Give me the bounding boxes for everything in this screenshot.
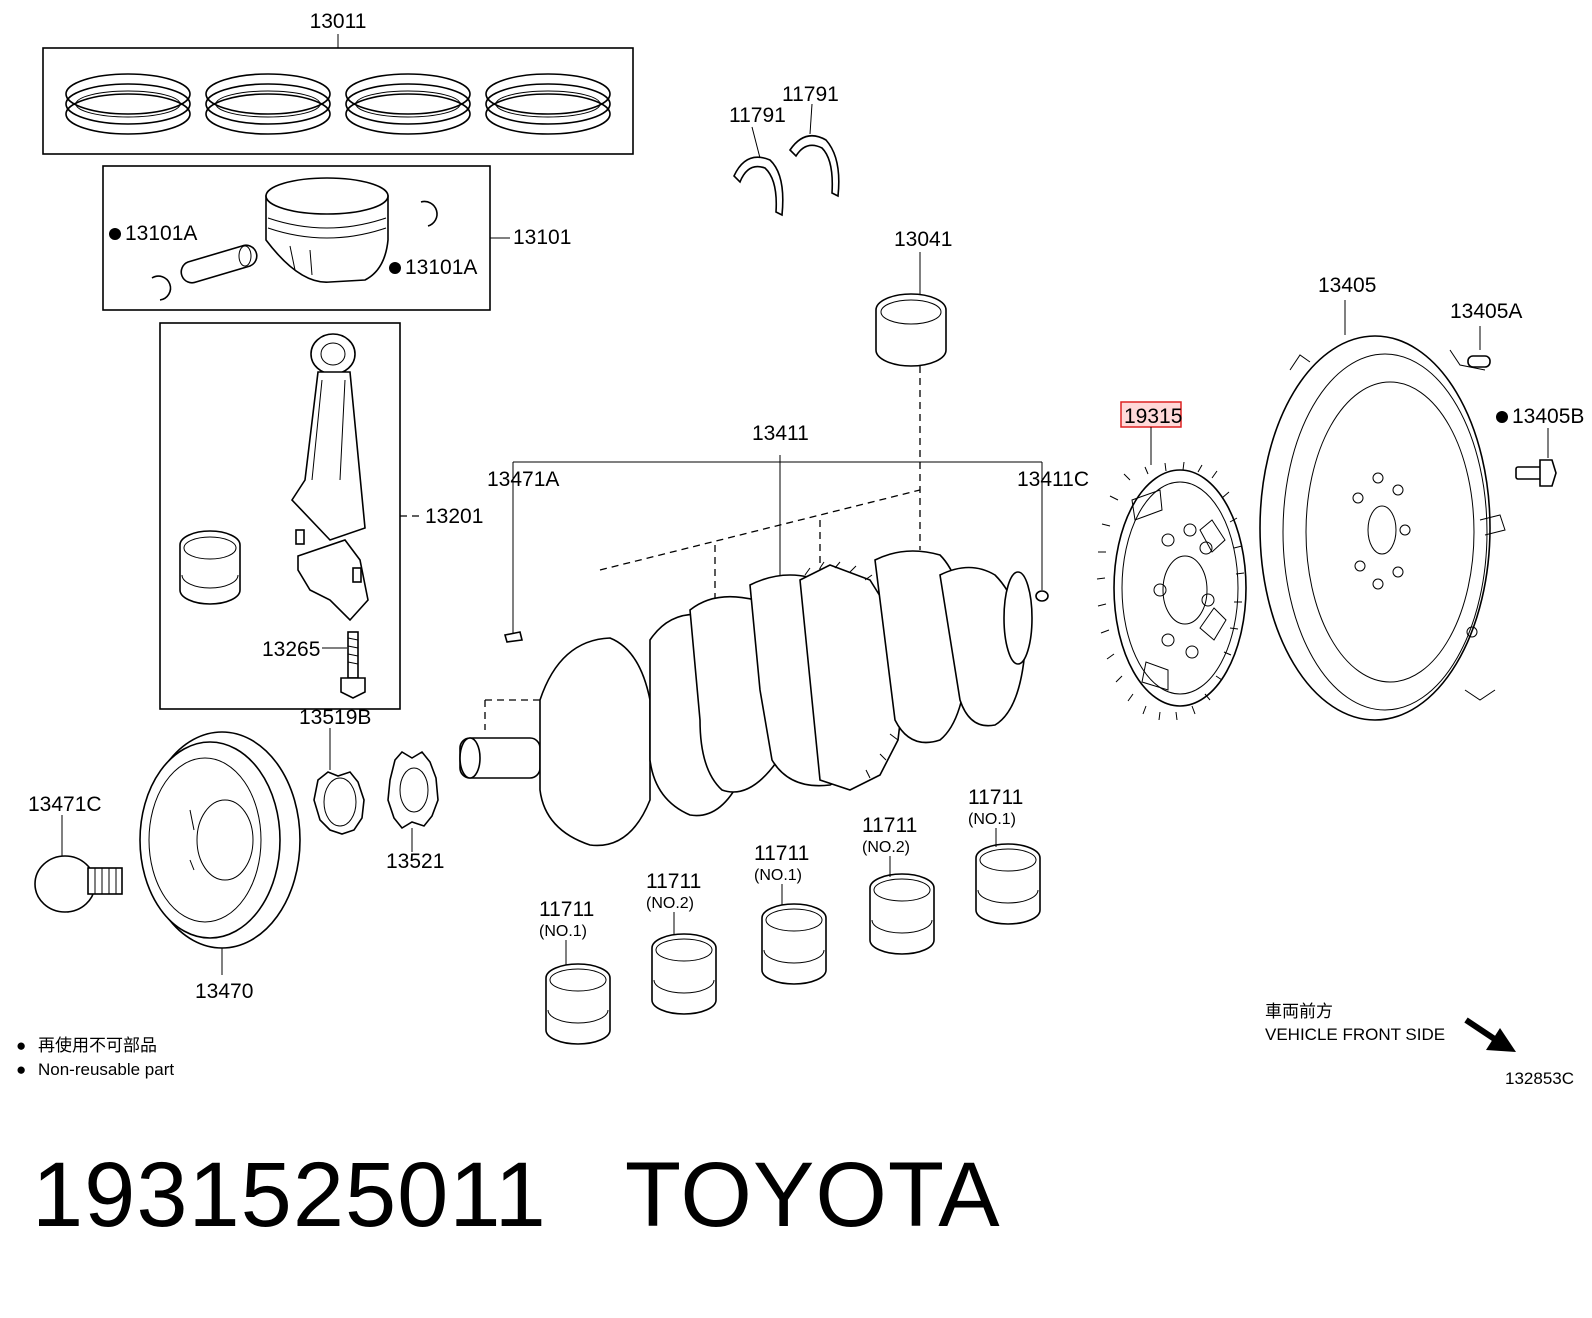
thrust-washer-left: [733, 156, 784, 217]
crankshaft: [459, 550, 1033, 847]
crankshaft-pulley: [139, 731, 301, 949]
main-bearing-4: [869, 856, 935, 955]
label-11711-5[interactable]: 11711: [968, 786, 1023, 809]
connecting-rod-bearing-group: 13041: [875, 228, 952, 550]
flywheel-bolt: [1515, 459, 1557, 487]
size-11711-3: (NO.1): [754, 867, 802, 884]
main-bearing-3: [761, 884, 827, 985]
vehicle-front-indicator: 車両前方 VEHICLE FRONT SIDE 132853C: [1265, 1002, 1574, 1088]
size-11711-1: (NO.1): [539, 923, 587, 940]
leader-11791-left: [751, 126, 761, 159]
piston-ring-set-group: 13011: [42, 10, 634, 155]
piston-ring-box: [42, 47, 634, 155]
label-13471c[interactable]: 13471C: [28, 793, 102, 816]
main-bearing-group: 11711 (NO.1) 11711 (NO.2) 11711 (NO.1) 1…: [539, 786, 1041, 1045]
label-13521[interactable]: 13521: [386, 850, 444, 873]
label-13470[interactable]: 13470: [195, 980, 253, 1003]
piston-ring-3: [345, 73, 471, 135]
flywheel: [1259, 335, 1506, 721]
non-reusable-dot-13101a-right: [389, 262, 401, 274]
caption-part-number: 1931525011: [32, 1144, 547, 1246]
vehicle-front-jp: 車両前方: [1265, 1002, 1333, 1021]
label-11711-4[interactable]: 11711: [862, 814, 917, 837]
legend-text-en: Non-reusable part: [38, 1060, 174, 1079]
piston-pin: [180, 244, 258, 284]
part-caption: 1931525011 TOYOTA: [32, 1130, 1572, 1270]
timing-rotor: [1096, 461, 1247, 721]
legend: ● 再使用不可部品 ● Non-reusable part: [16, 1035, 174, 1079]
crankshaft-timing-gear: [313, 771, 365, 835]
size-11711-5: (NO.1): [968, 811, 1016, 828]
label-13101a-right[interactable]: 13101A: [405, 256, 477, 279]
main-bearing-2: [651, 912, 717, 1015]
connecting-rod-bearing-inner: [179, 530, 241, 605]
label-13265[interactable]: 13265: [262, 638, 320, 661]
piston: [265, 177, 389, 283]
flywheel-pin: [1467, 355, 1491, 368]
pulley-bolt-group: 13471C: [28, 793, 123, 913]
connecting-rod-bolt: [340, 631, 366, 699]
main-bearing-1: [545, 940, 611, 1045]
main-bearing-5: [975, 828, 1041, 925]
label-11711-1[interactable]: 11711: [539, 898, 594, 921]
label-13519b[interactable]: 13519B: [299, 706, 371, 729]
piston-ring-2: [205, 73, 331, 135]
label-11791-left[interactable]: 11791: [729, 104, 786, 127]
label-13471a[interactable]: 13471A: [487, 468, 559, 491]
size-11711-4: (NO.2): [862, 839, 910, 856]
snap-ring-right: [420, 200, 438, 227]
vehicle-front-en: VEHICLE FRONT SIDE: [1265, 1025, 1445, 1044]
timing-gear-group: 13519B: [299, 706, 371, 835]
thrust-washer-right: [788, 134, 840, 198]
label-13405b[interactable]: 13405B: [1512, 405, 1584, 428]
legend-text-jp: 再使用不可部品: [38, 1035, 157, 1055]
crankshaft-sprocket: [387, 750, 439, 830]
crankshaft-group: 13411 13471A 13411C: [459, 422, 1089, 847]
legend-bullet-en: ●: [16, 1060, 26, 1079]
label-13405a[interactable]: 13405A: [1450, 300, 1522, 323]
label-11791-right[interactable]: 11791: [782, 83, 839, 106]
snap-ring-left: [151, 275, 172, 301]
label-11711-2[interactable]: 11711: [646, 870, 701, 893]
crankshaft-bracket: [512, 455, 1043, 635]
front-arrow-icon: [1464, 1017, 1516, 1052]
parts-diagram: 13011 13101A 13101A 13101: [16, 10, 1584, 1088]
connecting-rod: [290, 333, 369, 622]
label-13011[interactable]: 13011: [310, 10, 367, 33]
caption-brand: TOYOTA: [624, 1144, 1001, 1246]
sprocket-group: 13521: [386, 750, 444, 873]
non-reusable-dot-13405b: [1496, 411, 1508, 423]
crankshaft-key: [503, 631, 523, 643]
crankshaft-dashed: [484, 489, 921, 730]
crankshaft-pulley-group: 13470: [139, 731, 301, 1003]
piston-ring-4: [485, 73, 611, 135]
crankshaft-pin: [1035, 590, 1049, 602]
legend-bullet-jp: ●: [16, 1036, 26, 1055]
non-reusable-dot-13101a-left: [109, 228, 121, 240]
timing-rotor-group: 19315: [1096, 401, 1247, 721]
label-13201[interactable]: 13201: [425, 505, 483, 528]
figure-code: 132853C: [1505, 1069, 1574, 1088]
label-19315[interactable]: 19315: [1124, 405, 1182, 428]
label-11711-3[interactable]: 11711: [754, 842, 809, 865]
label-13101[interactable]: 13101: [513, 226, 571, 249]
label-13411[interactable]: 13411: [752, 422, 809, 445]
label-13041[interactable]: 13041: [894, 228, 952, 251]
flywheel-group: 13405 13405A 13405B: [1259, 274, 1584, 721]
thrust-washer-group: 11791 11791: [729, 83, 840, 217]
connecting-rod-bearing: [875, 293, 947, 367]
connecting-rod-group: 13201 13265: [159, 322, 483, 710]
label-13411c[interactable]: 13411C: [1017, 468, 1089, 491]
size-11711-2: (NO.2): [646, 895, 694, 912]
piston-ring-1: [65, 73, 191, 135]
label-13405[interactable]: 13405: [1318, 274, 1376, 297]
label-13101a-left[interactable]: 13101A: [125, 222, 197, 245]
piston-group: 13101A 13101A 13101: [102, 165, 571, 311]
leader-11791-right: [809, 103, 813, 135]
pulley-bolt: [34, 855, 123, 913]
